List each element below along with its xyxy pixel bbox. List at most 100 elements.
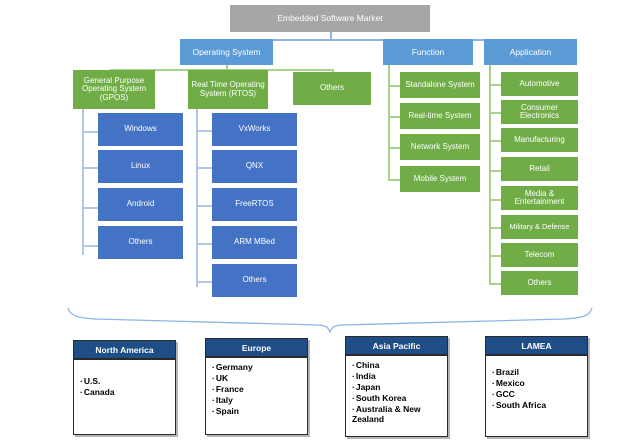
subsegment-node-rtos[interactable]: Real Time Operating System (RTOS) <box>188 70 268 109</box>
region-country-list: U.S. Canada <box>73 359 176 435</box>
leaf-node-qnx[interactable]: QNX <box>212 150 297 183</box>
segment-node-operating-system[interactable]: Operating System <box>180 39 273 65</box>
region-country: Brazil <box>492 367 587 378</box>
leaf-node-windows[interactable]: Windows <box>98 113 183 146</box>
leaf-node-manufacturing[interactable]: Manufacturing <box>501 128 578 152</box>
region-country: Japan <box>352 382 447 393</box>
connector-application-branch <box>489 112 501 114</box>
connector-os-bus <box>110 69 333 71</box>
leaf-node-telecom[interactable]: Telecom <box>501 243 578 267</box>
connector-rtos-branch <box>196 243 212 245</box>
connector-gpos-branch <box>82 207 98 209</box>
segment-label: Function <box>411 46 445 57</box>
leaf-node-rtos-others[interactable]: Others <box>212 264 297 297</box>
subsegment-node-gpos[interactable]: General Purpose Operating System (GPOS) <box>73 70 155 109</box>
subsegment-label: Real Time Operating System (RTOS) <box>191 80 265 98</box>
root-node-label: Embedded Software Market <box>277 13 383 24</box>
connector-application-branch <box>489 227 501 229</box>
connector-function-branch <box>388 85 400 87</box>
region-country-list: Germany UK France Italy Spain <box>205 357 308 435</box>
leaf-node-android[interactable]: Android <box>98 188 183 221</box>
connector-application-branch <box>489 255 501 257</box>
leaf-label: Telecom <box>524 249 555 259</box>
region-header: Europe <box>205 338 308 357</box>
connector-os-stem <box>226 64 228 70</box>
connector-rtos-branch <box>196 205 212 207</box>
leaf-node-retail[interactable]: Retail <box>501 157 578 181</box>
connector-application-branch <box>489 140 501 142</box>
leaf-node-linux[interactable]: Linux <box>98 150 183 183</box>
leaf-node-military-defense[interactable]: Military & Defense <box>501 215 578 239</box>
region-header: LAMEA <box>485 336 588 355</box>
leaf-label: Others <box>527 277 552 287</box>
leaf-label: Others <box>242 275 267 285</box>
region-country-list: Brazil Mexico GCC South Africa <box>485 355 588 437</box>
connector-gpos-branch <box>82 245 98 247</box>
leaf-node-media-entertainment[interactable]: Media & Entertainment <box>501 186 578 210</box>
root-node-embedded-software-market[interactable]: Embedded Software Market <box>230 5 430 32</box>
region-country: Germany <box>212 362 307 373</box>
leaf-label: Others <box>128 237 153 247</box>
segment-node-application[interactable]: Application <box>484 39 577 65</box>
region-country: South Africa <box>492 400 587 411</box>
region-country: Australia & New Zealand <box>352 404 447 426</box>
leaf-label: FreeRTOS <box>235 199 274 209</box>
leaf-node-mobile-system[interactable]: Mobile System <box>400 166 480 192</box>
region-name: Asia Pacific <box>372 340 421 351</box>
leaf-label: Automotive <box>519 78 560 88</box>
leaf-label: Windows <box>124 124 157 134</box>
segment-label: Operating System <box>192 46 261 57</box>
leaf-node-standalone-system[interactable]: Standalone System <box>400 72 480 98</box>
connector-function-branch <box>388 147 400 149</box>
leaf-label: Media & Entertainment <box>514 188 565 206</box>
region-country: Italy <box>212 395 307 406</box>
leaf-node-gpos-others[interactable]: Others <box>98 226 183 259</box>
connector-function-spine <box>388 64 390 179</box>
leaf-label: ARM MBed <box>234 237 275 247</box>
region-country: Canada <box>80 387 175 398</box>
connector-rtos-branch <box>196 167 212 169</box>
leaf-node-application-others[interactable]: Others <box>501 271 578 295</box>
leaf-label: VxWorks <box>238 124 271 134</box>
region-card-asia-pacific[interactable]: Asia Pacific China India Japan South Kor… <box>345 336 448 437</box>
subsegment-label: Others <box>319 83 344 93</box>
connector-rtos-spine <box>196 109 198 287</box>
region-card-europe[interactable]: Europe Germany UK France Italy Spain <box>205 338 308 435</box>
leaf-label: QNX <box>245 161 264 171</box>
segment-label: Application <box>509 46 552 57</box>
connector-rtos-branch <box>196 281 212 283</box>
region-card-north-america[interactable]: North America U.S. Canada <box>73 340 176 435</box>
region-country: India <box>352 371 447 382</box>
region-country: Mexico <box>492 378 587 389</box>
region-country: France <box>212 384 307 395</box>
leaf-label: Standalone System <box>405 79 475 89</box>
region-country: U.S. <box>80 376 175 387</box>
subsegment-node-os-others[interactable]: Others <box>293 72 371 105</box>
leaf-node-vxworks[interactable]: VxWorks <box>212 113 297 146</box>
leaf-node-real-time-system[interactable]: Real-time System <box>400 103 480 129</box>
connector-application-branch <box>489 283 501 285</box>
leaf-node-arm-mbed[interactable]: ARM MBed <box>212 226 297 259</box>
leaf-node-freertos[interactable]: FreeRTOS <box>212 188 297 221</box>
leaf-node-network-system[interactable]: Network System <box>400 134 480 160</box>
region-country: GCC <box>492 389 587 400</box>
leaf-label: Military & Defense <box>509 222 570 232</box>
leaf-label: Mobile System <box>413 173 467 183</box>
segment-node-function[interactable]: Function <box>383 39 473 65</box>
connector-function-branch <box>388 179 400 181</box>
connector-application-spine <box>489 64 491 283</box>
region-name: North America <box>95 344 154 355</box>
region-country: China <box>352 360 447 371</box>
leaf-label: Real-time System <box>408 110 472 120</box>
connector-gpos-spine <box>82 109 84 255</box>
leaf-label: Manufacturing <box>514 134 565 144</box>
leaf-node-automotive[interactable]: Automotive <box>501 72 578 96</box>
connector-gpos-branch <box>82 131 98 133</box>
region-country: South Korea <box>352 393 447 404</box>
leaf-label: Consumer Electronics <box>519 102 560 120</box>
connector-root-stem <box>330 32 332 40</box>
leaf-node-consumer-electronics[interactable]: Consumer Electronics <box>501 100 578 124</box>
region-card-lamea[interactable]: LAMEA Brazil Mexico GCC South Africa <box>485 336 588 437</box>
